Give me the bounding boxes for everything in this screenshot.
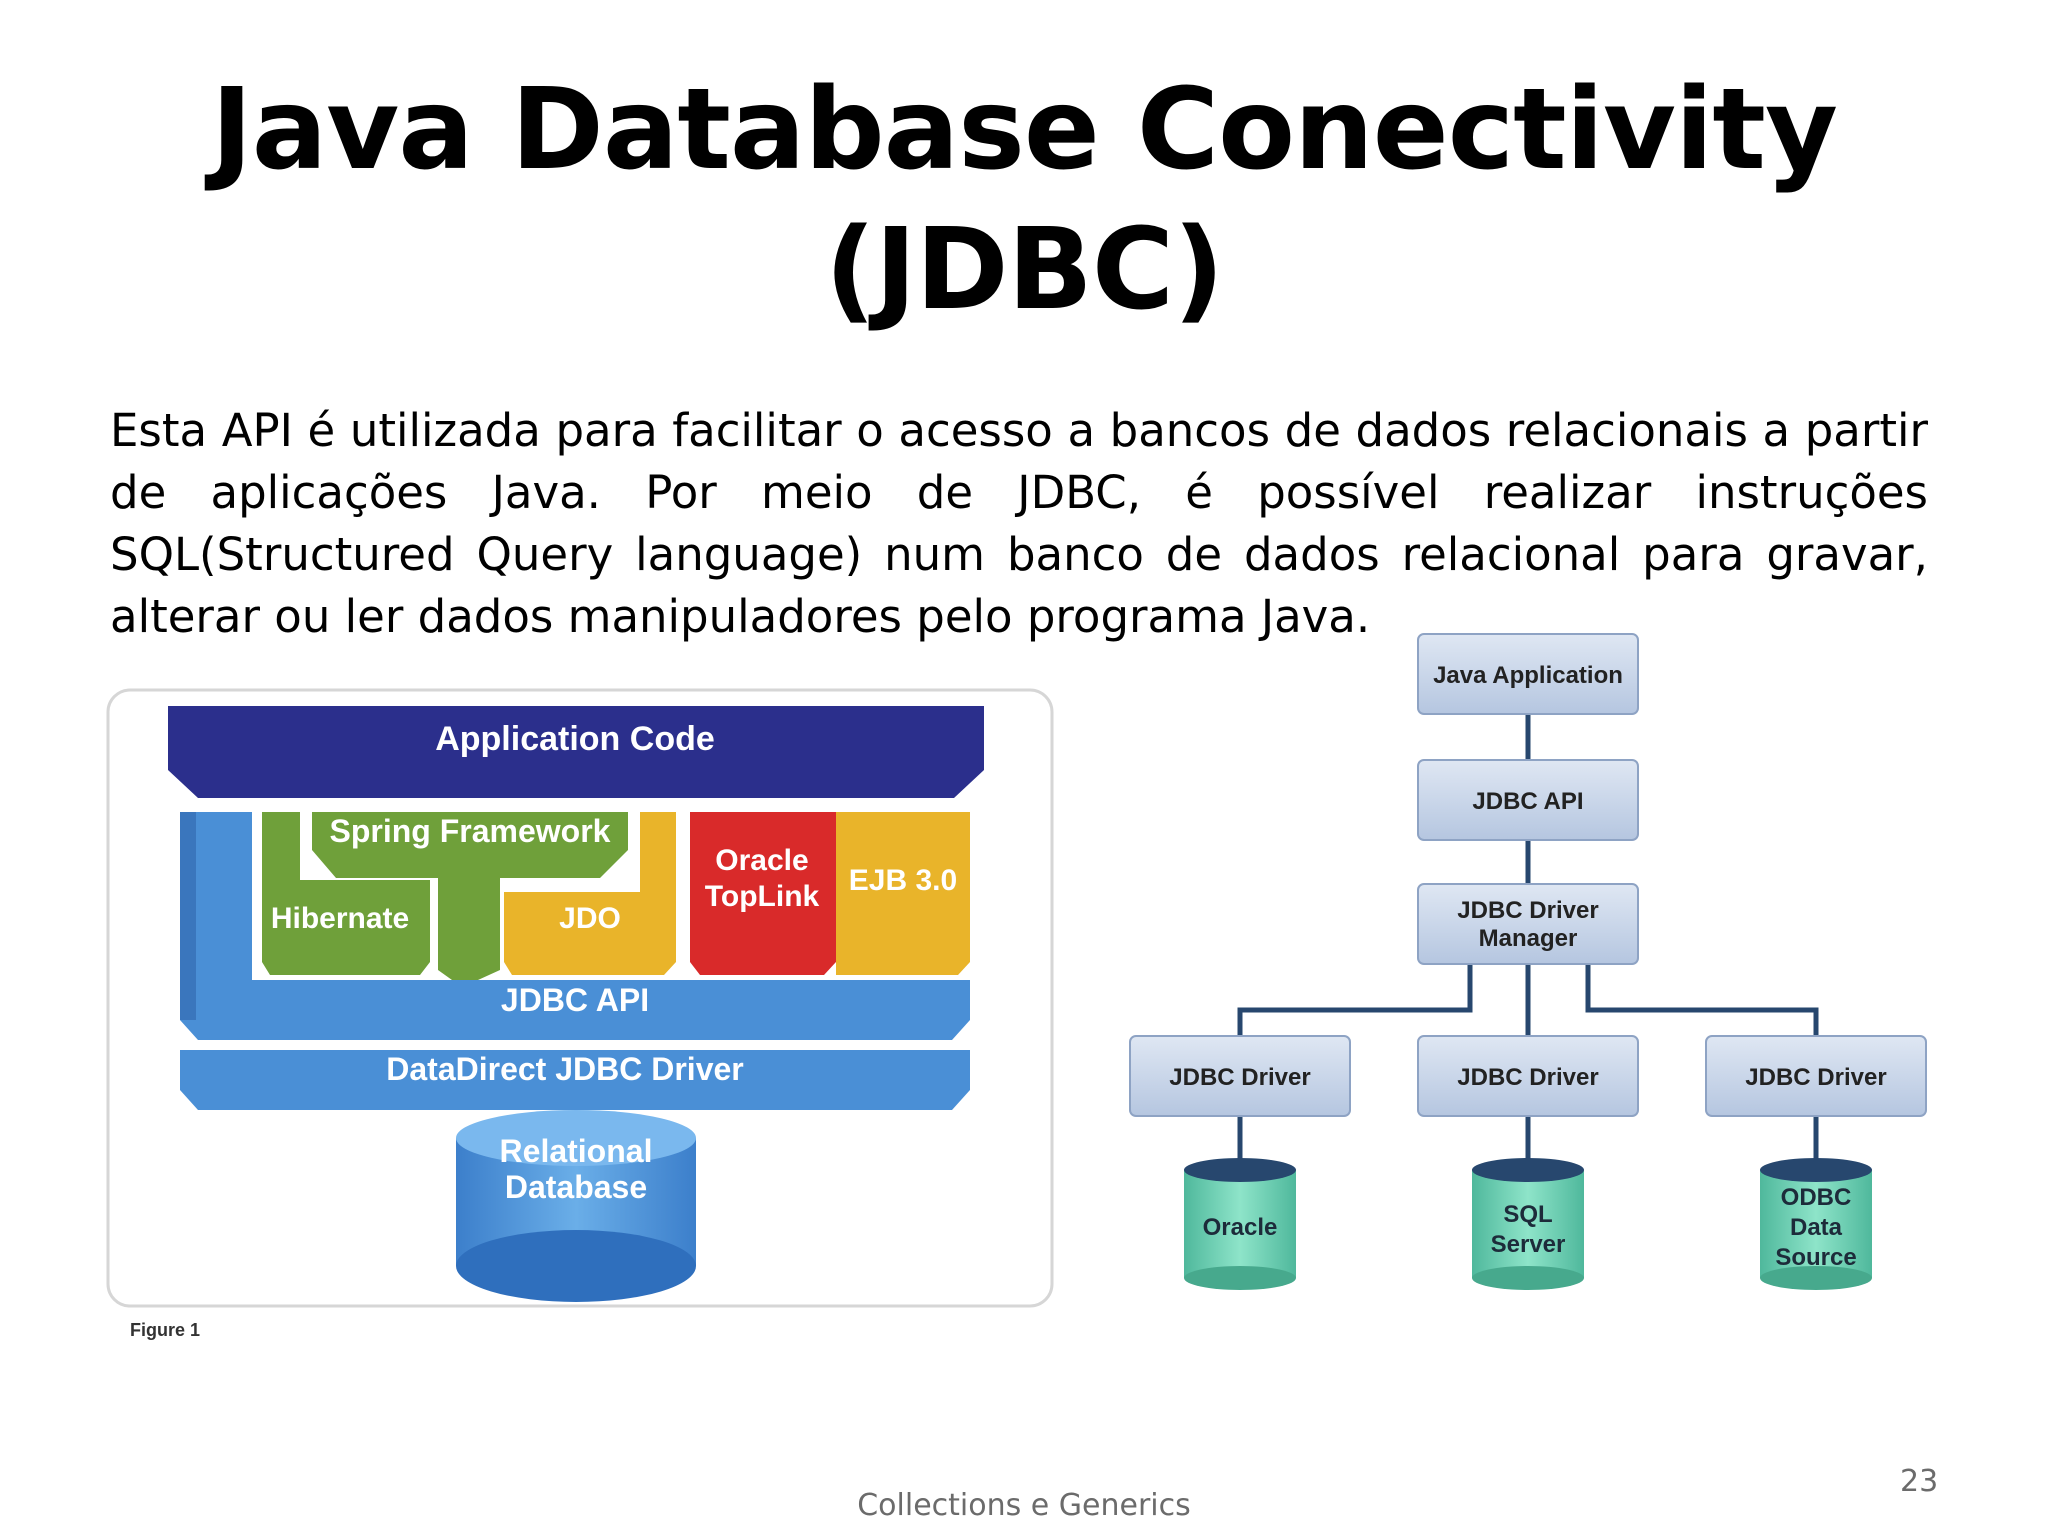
slide-body-text: Esta API é utilizada para facilitar o ac…: [110, 404, 1928, 643]
jdbc-api-label: JDBC API: [501, 982, 649, 1018]
odbc-data-source-cylinder: ODBC Data Source: [1760, 1158, 1872, 1290]
jdbc-driver-manager-box: JDBC Driver Manager: [1417, 883, 1639, 965]
relational-database-label-1: Relational: [500, 1133, 653, 1169]
jdo-label: JDO: [559, 902, 621, 935]
ejb-block: EJB 3.0: [836, 812, 970, 975]
figure-caption: Figure 1: [130, 1320, 200, 1340]
jdbc-driver-box-2: JDBC Driver: [1417, 1035, 1639, 1117]
sql-server-label-2: Server: [1491, 1231, 1566, 1258]
slide-title: Java Database Conectivity (JDBC): [0, 60, 2048, 340]
java-application-box: Java Application: [1417, 633, 1639, 715]
ejb-label: EJB 3.0: [849, 864, 957, 897]
ejb-shape: [836, 812, 970, 975]
jdbc-driver-box-1: JDBC Driver: [1129, 1035, 1351, 1117]
oracle-toplink-label-1: Oracle: [715, 844, 808, 877]
jdbc-driver-label-1: JDBC Driver: [1169, 1064, 1310, 1091]
java-application-label: Java Application: [1433, 662, 1623, 689]
spring-framework-shape: [312, 812, 628, 980]
jdbc-api-layer: JDBC API: [180, 812, 970, 1040]
odbc-label-3: Source: [1775, 1244, 1856, 1271]
jdbc-api-bar: [180, 812, 970, 1040]
spring-framework-block: Spring Framework: [312, 812, 628, 980]
oracle-db-label: Oracle: [1203, 1214, 1278, 1241]
jdbc-driver-label-3: JDBC Driver: [1745, 1064, 1886, 1091]
odbc-label-1: ODBC: [1781, 1184, 1852, 1211]
odbc-label-2: Data: [1790, 1214, 1843, 1241]
jdbc-driver-label-2: JDBC Driver: [1457, 1064, 1598, 1091]
oracle-toplink-label-2: TopLink: [705, 880, 820, 913]
title-line-2: (JDBC): [824, 205, 1225, 335]
slide-footer: Collections e Generics: [857, 1488, 1191, 1523]
title-line-1: Java Database Conectivity: [211, 65, 1838, 195]
jdo-shape: [504, 812, 676, 975]
application-code-label: Application Code: [435, 720, 715, 758]
datadirect-driver-layer: DataDirect JDBC Driver: [180, 1050, 970, 1110]
relational-database-cylinder: Relational Database: [456, 1110, 696, 1302]
relational-database-label-2: Database: [505, 1169, 647, 1205]
page-number: 23: [1900, 1464, 1939, 1499]
sql-server-label-1: SQL: [1503, 1201, 1552, 1228]
jdbc-api-box: JDBC API: [1417, 759, 1639, 841]
oracle-database-cylinder: Oracle: [1184, 1158, 1296, 1290]
oracle-toplink-block: Oracle TopLink: [690, 812, 836, 975]
hibernate-block: Hibernate: [262, 812, 430, 975]
jdbc-api-box-label: JDBC API: [1472, 788, 1583, 815]
right-jdbc-flow-diagram: Java Application JDBC API JDBC Driver Ma…: [1129, 633, 1927, 1290]
application-code-layer: Application Code: [168, 706, 984, 798]
left-architecture-figure: Application Code JDBC API DataDirect JDB…: [106, 688, 1054, 1340]
hibernate-shape: [262, 812, 430, 975]
datadirect-driver-bar: [180, 1050, 970, 1110]
application-code-bar: [168, 706, 984, 798]
sql-server-database-cylinder: SQL Server: [1472, 1158, 1584, 1290]
jdbc-driver-manager-label-1: JDBC Driver: [1457, 897, 1598, 924]
jdbc-driver-manager-label-2: Manager: [1479, 925, 1578, 952]
spring-framework-label: Spring Framework: [330, 813, 611, 849]
jdbc-driver-box-3: JDBC Driver: [1705, 1035, 1927, 1117]
hibernate-label: Hibernate: [271, 902, 409, 935]
jdo-block: JDO: [504, 812, 676, 975]
oracle-toplink-shape: [690, 812, 836, 975]
datadirect-driver-label: DataDirect JDBC Driver: [386, 1051, 743, 1087]
